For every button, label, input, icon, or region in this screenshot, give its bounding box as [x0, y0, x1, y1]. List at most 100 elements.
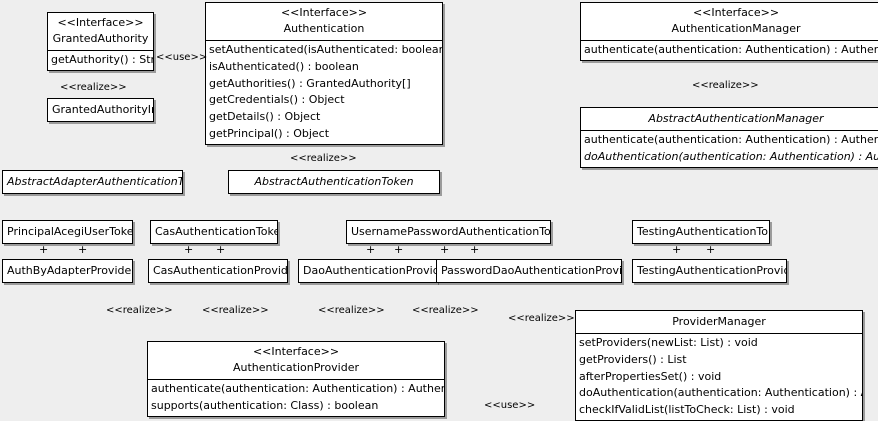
class-authentication[interactable]: <<Interface>> Authentication setAuthenti…: [205, 2, 443, 145]
member-row: doAuthentication(authentication: Authent…: [584, 149, 878, 163]
assoc-plus-principal-left: +: [39, 243, 49, 256]
class-name: TestingAuthenticationProvider: [637, 264, 787, 277]
class-auth-by-adapter-provider[interactable]: AuthByAdapterProvider: [2, 259, 133, 283]
assoc-plus-userpass-passworddao-right: +: [470, 243, 480, 256]
class-header: AuthByAdapterProvider: [3, 260, 132, 282]
stereotype-label: <<Interface>>: [692, 6, 780, 19]
class-header: PrincipalAcegiUserToken: [3, 221, 132, 243]
class-header: UsernamePasswordAuthenticationToken: [347, 221, 550, 243]
class-authentication-provider[interactable]: <<Interface>> AuthenticationProvider aut…: [147, 341, 445, 417]
class-name: GrantedAuthorityImpl: [52, 103, 153, 116]
edge-label-realize-authbyadapterprovider: <<realize>>: [106, 305, 173, 316]
stereotype-label: <<Interface>>: [57, 16, 144, 29]
edge-label-realize-passworddaoauthenticationprovider: <<realize>>: [412, 305, 479, 316]
class-cas-authentication-provider[interactable]: CasAuthenticationProvider: [148, 259, 288, 283]
class-header: PasswordDaoAuthenticationProvider: [437, 260, 621, 282]
member-row: getCredentials() : Object: [209, 93, 345, 107]
class-name: AuthByAdapterProvider: [7, 264, 133, 277]
class-members: setAuthenticated(isAuthenticated: boolea…: [206, 39, 442, 144]
class-header: AbstractAuthenticationToken: [229, 171, 439, 193]
member-row: getAuthorities() : GrantedAuthority[]: [209, 76, 411, 90]
member-row: doAuthentication(authentication: Authent…: [579, 386, 862, 400]
class-name: TestingAuthenticationToken: [637, 225, 769, 238]
class-abstract-authentication-token[interactable]: AbstractAuthenticationToken: [228, 170, 440, 194]
class-members: authenticate(authentication: Authenticat…: [148, 378, 444, 416]
class-principal-acegi-user-token[interactable]: PrincipalAcegiUserToken: [2, 220, 133, 244]
assoc-plus-principal-right: +: [78, 243, 88, 256]
class-header: <<Interface>> AuthenticationManager: [581, 3, 878, 40]
member-row: getPrincipal() : Object: [209, 127, 330, 141]
assoc-plus-userpass-dao-left: +: [366, 243, 376, 256]
edge-label-realize-abstractauthenticationmanager: <<realize>>: [692, 80, 759, 91]
class-header: CasAuthenticationToken: [151, 221, 277, 243]
class-testing-authentication-provider[interactable]: TestingAuthenticationProvider: [632, 259, 787, 283]
class-provider-manager[interactable]: ProviderManager setProviders(newList: Li…: [575, 310, 863, 421]
class-name: Authentication: [283, 21, 365, 35]
class-name: DaoAuthenticationProvider: [303, 264, 437, 277]
assoc-plus-userpass-dao-right: +: [394, 243, 404, 256]
stereotype-label: <<Interface>>: [252, 345, 340, 358]
class-members: setProviders(newList: List) : void getPr…: [576, 332, 862, 420]
class-name: CasAuthenticationProvider: [153, 264, 288, 277]
assoc-plus-testing-left: +: [672, 243, 682, 256]
class-granted-authority-impl[interactable]: GrantedAuthorityImpl: [47, 98, 154, 122]
class-testing-authentication-token[interactable]: TestingAuthenticationToken: [632, 220, 770, 244]
class-name: PrincipalAcegiUserToken: [7, 225, 133, 238]
assoc-plus-cas-right: +: [216, 243, 226, 256]
class-name: AbstractAuthenticationManager: [648, 112, 824, 125]
assoc-plus-userpass-passworddao-left: +: [440, 243, 450, 256]
member-row: isAuthenticated() : boolean: [209, 59, 359, 73]
member-row: afterPropertiesSet() : void: [579, 369, 722, 383]
class-username-password-authentication-token[interactable]: UsernamePasswordAuthenticationToken: [346, 220, 551, 244]
assoc-plus-testing-right: +: [706, 243, 716, 256]
class-password-dao-authentication-provider[interactable]: PasswordDaoAuthenticationProvider: [436, 259, 622, 283]
class-name: AuthenticationProvider: [232, 360, 360, 374]
member-row: getAuthority() : String: [51, 52, 154, 66]
edge-label-realize-testingauthenticationprovider: <<realize>>: [508, 313, 575, 324]
class-members: authenticate(authentication: Authenticat…: [581, 39, 878, 60]
class-header: ProviderManager: [576, 311, 862, 333]
class-members: authenticate(authentication: Authenticat…: [581, 129, 878, 167]
class-header: GrantedAuthorityImpl: [48, 99, 153, 121]
member-row: setAuthenticated(isAuthenticated: boolea…: [209, 42, 442, 56]
member-row: getDetails() : Object: [209, 110, 321, 124]
class-name: PasswordDaoAuthenticationProvider: [441, 264, 622, 277]
member-row: authenticate(authentication: Authenticat…: [584, 42, 878, 56]
class-name: GrantedAuthority: [52, 31, 149, 45]
class-name: AbstractAuthenticationToken: [254, 175, 414, 188]
class-header: CasAuthenticationProvider: [149, 260, 287, 282]
class-header: <<Interface>> Authentication: [206, 3, 442, 40]
assoc-plus-cas-left: +: [184, 243, 194, 256]
edge-label-realize-daoauthenticationprovider: <<realize>>: [318, 305, 385, 316]
class-dao-authentication-provider[interactable]: DaoAuthenticationProvider: [298, 259, 437, 283]
member-row: authenticate(authentication: Authenticat…: [151, 381, 444, 395]
stereotype-label: <<Interface>>: [280, 6, 368, 19]
class-header: TestingAuthenticationToken: [633, 221, 769, 243]
member-row: supports(authentication: Class) : boolea…: [151, 398, 379, 412]
class-abstract-adapter-authentication-token[interactable]: AbstractAdapterAuthenticationToken: [2, 170, 183, 194]
class-cas-authentication-token[interactable]: CasAuthenticationToken: [150, 220, 278, 244]
class-header: <<Interface>> GrantedAuthority: [48, 13, 153, 50]
class-header: DaoAuthenticationProvider: [299, 260, 436, 282]
member-row: setProviders(newList: List) : void: [579, 335, 758, 349]
class-header: TestingAuthenticationProvider: [633, 260, 786, 282]
class-header: AbstractAdapterAuthenticationToken: [3, 171, 182, 193]
class-name: AuthenticationManager: [671, 21, 801, 35]
edge-label-use-providermanager: <<use>>: [484, 400, 536, 411]
class-members: getAuthority() : String: [48, 49, 154, 70]
class-header: AbstractAuthenticationManager: [581, 108, 878, 130]
edge-label-use-authentication-grantedauthority: <<use>>: [156, 52, 208, 63]
edge-label-realize-authenticationtoken: <<realize>>: [290, 153, 357, 164]
class-granted-authority[interactable]: <<Interface>> GrantedAuthority getAuthor…: [47, 12, 154, 71]
class-header: <<Interface>> AuthenticationProvider: [148, 342, 444, 379]
edge-label-realize-grantedauthorityimpl: <<realize>>: [60, 82, 127, 93]
class-name: UsernamePasswordAuthenticationToken: [351, 225, 551, 238]
edge-label-realize-casauthenticationprovider: <<realize>>: [202, 305, 269, 316]
class-name: CasAuthenticationToken: [155, 225, 278, 238]
class-authentication-manager[interactable]: <<Interface>> AuthenticationManager auth…: [580, 2, 878, 61]
member-row: checkIfValidList(listToCheck: List) : vo…: [579, 403, 795, 417]
class-abstract-authentication-manager[interactable]: AbstractAuthenticationManager authentica…: [580, 107, 878, 168]
member-row: authenticate(authentication: Authenticat…: [584, 132, 878, 146]
member-row: getProviders() : List: [579, 352, 687, 366]
